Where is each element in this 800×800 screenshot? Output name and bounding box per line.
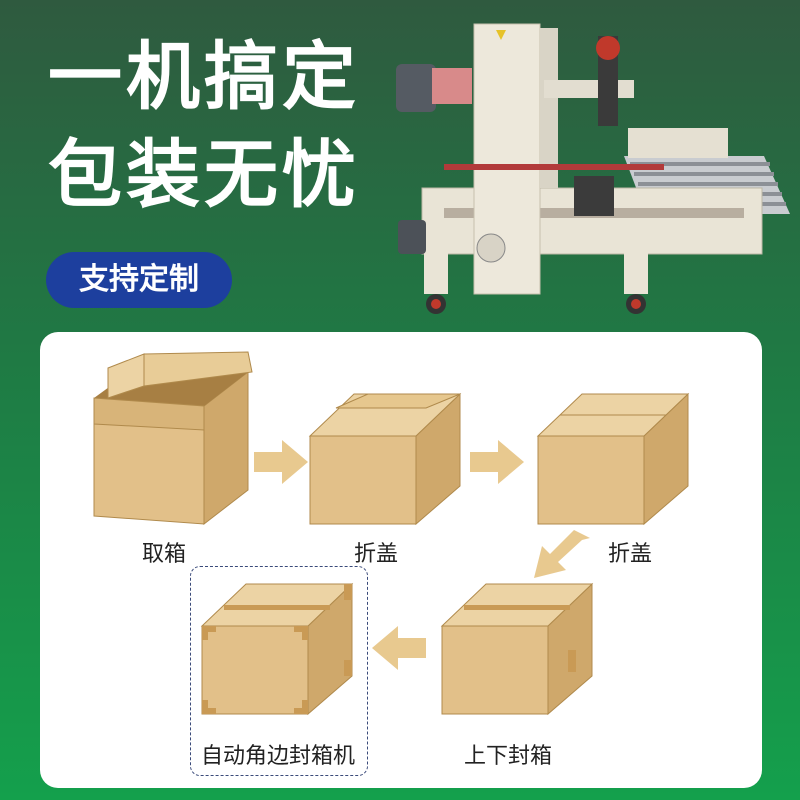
corner-sealed-box-image <box>200 582 354 716</box>
taped-box-image <box>440 582 594 716</box>
step-label-take-box: 取箱 <box>141 542 186 567</box>
arrow-right-icon <box>254 440 308 484</box>
open-box-image <box>93 351 253 526</box>
step-label-auto-corner-sealer: 自动角边封箱机 <box>200 744 355 769</box>
custom-badge: 支持定制 <box>46 252 232 308</box>
arrow-left-icon <box>372 626 426 670</box>
step-label-fold-lid: 折盖 <box>353 542 398 567</box>
step-label-top-bottom-seal: 上下封箱 <box>463 744 552 769</box>
sealing-machine-image <box>396 23 790 314</box>
final-step-highlight <box>190 566 368 776</box>
headline-line2: 包装无忧 <box>48 132 360 218</box>
arrow-right-icon <box>470 440 524 484</box>
headline-line1: 一机搞定 <box>48 34 360 120</box>
step-label-fold-lid-2: 折盖 <box>607 542 652 567</box>
arrow-down-left-icon <box>534 530 590 578</box>
folded-lid-box-image <box>308 392 462 526</box>
closed-box-image <box>536 392 690 526</box>
